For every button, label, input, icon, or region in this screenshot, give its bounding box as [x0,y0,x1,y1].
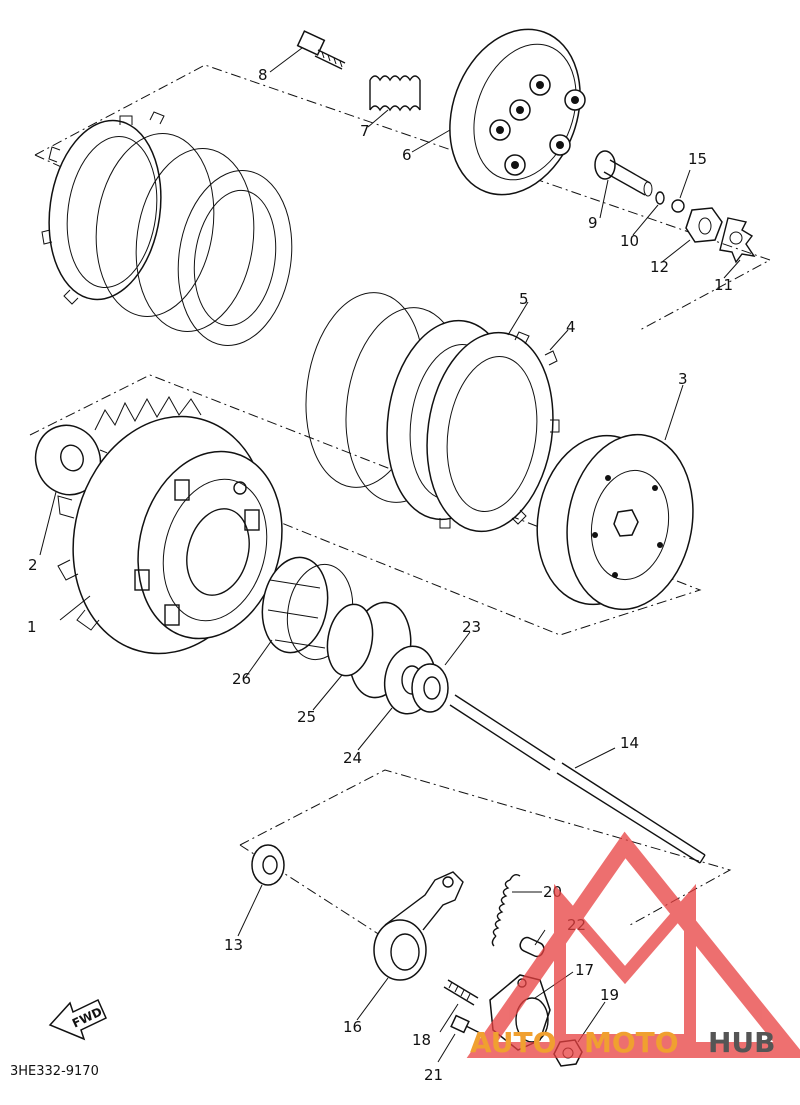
watermark-text-c: HUB [708,1026,776,1059]
label-4: 4 [566,318,576,336]
label-11: 11 [714,276,733,294]
part-12-nut [685,207,723,243]
label-24: 24 [343,749,362,767]
part-code: 3HE332-9170 [10,1064,99,1079]
label-12: 12 [650,258,669,276]
label-26: 26 [232,670,251,688]
part-9-push-rod [594,150,653,197]
label-19: 19 [600,986,619,1004]
watermark-text: AUTO MOTO HUB [470,1026,776,1059]
part-26-needle-bearing [261,556,354,661]
label-16: 16 [343,1018,362,1036]
part-21-bolt [450,1014,483,1035]
label-23: 23 [462,618,481,636]
label-9: 9 [588,214,598,232]
part-2-thrust-washer [34,424,102,496]
label-14: 14 [620,734,639,752]
part-3-clutch-boss [536,433,694,611]
label-2: 2 [28,556,38,574]
middle-plate-stack [305,292,560,533]
label-3: 3 [678,370,688,388]
part-18-screw [443,979,479,1006]
label-18: 18 [412,1031,431,1049]
part-15-ball [671,199,685,213]
label-1: 1 [27,618,37,636]
fwd-arrow-icon: FWD [48,998,107,1041]
label-6: 6 [402,146,412,164]
watermark-text-b: MOTO [584,1026,679,1059]
label-10: 10 [620,232,639,250]
watermark-m-icon [554,883,696,1046]
part-8-bolt [296,30,346,70]
part-11-lock-washer [719,217,756,264]
upper-plate-stack [41,111,293,346]
part-13-oil-seal [251,844,285,886]
watermark-triangle-icon [466,831,800,1058]
part-6-pressure-plate [449,28,586,196]
label-15: 15 [688,150,707,168]
label-7: 7 [360,122,370,140]
part-23-bush [411,663,449,713]
part-16-push-lever [373,871,464,981]
part-1-clutch-housing [57,396,283,655]
part-10-washer [655,191,665,205]
label-13: 13 [224,936,243,954]
label-5: 5 [519,290,529,308]
label-17: 17 [575,961,594,979]
leader-lines [39,47,741,1063]
watermark-text-a: AUTO [470,1026,556,1059]
label-8: 8 [258,66,268,84]
part-14-push-rod [449,694,706,864]
part-4-clutch-plate [426,331,554,533]
label-21: 21 [424,1066,443,1084]
part-20-spring [491,873,521,947]
label-25: 25 [297,708,316,726]
part-7-spring [369,75,421,112]
watermark-logo [466,831,800,1058]
